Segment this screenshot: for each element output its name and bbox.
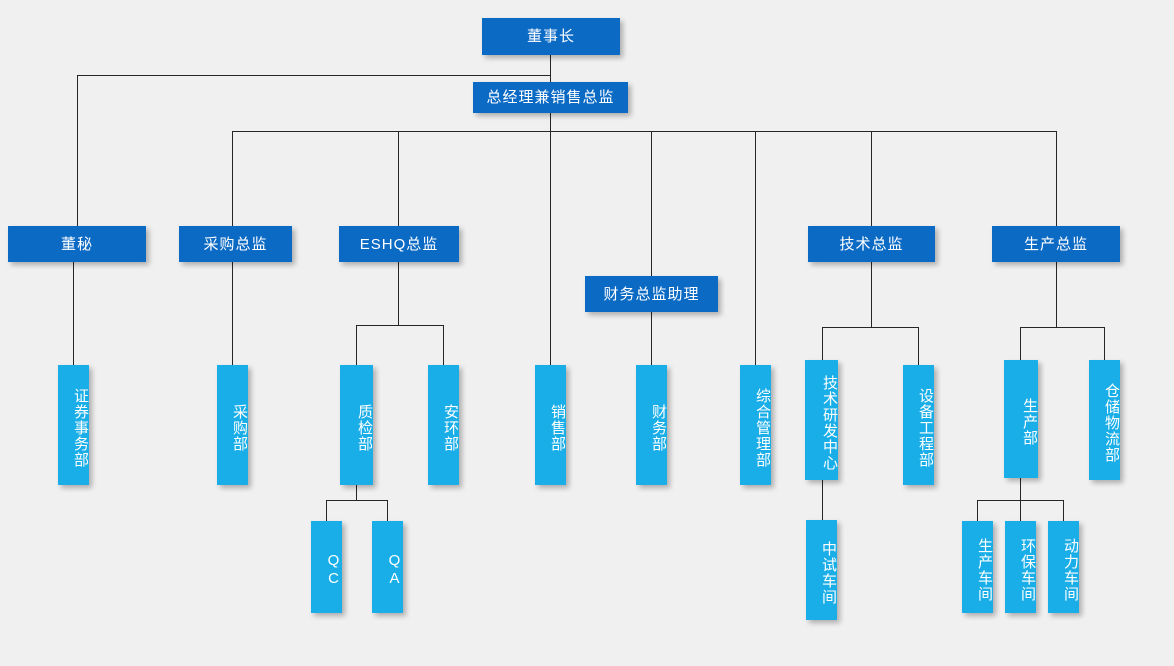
node-production-director[interactable]: 生产总监: [992, 226, 1120, 262]
node-pilot-workshop-label: 中试车间: [820, 541, 837, 605]
connector-drop-rnd-center: [822, 327, 823, 360]
connector-procurement-director-to-dept: [232, 262, 233, 365]
connector-drop-eshq-director: [398, 131, 399, 226]
node-procurement-dept-label: 采购部: [231, 404, 248, 452]
node-production-director-label: 生产总监: [1023, 235, 1088, 253]
node-sales-dept[interactable]: 销售部: [535, 365, 566, 485]
node-production-workshop[interactable]: 生产车间: [962, 521, 993, 613]
connector-production-bus: [1020, 327, 1105, 328]
connector-drop-safety-environment: [443, 325, 444, 365]
node-qc[interactable]: QC: [311, 521, 342, 613]
connector-rnd-to-pilot-workshop: [822, 480, 823, 520]
connector-drop-general-management: [755, 131, 756, 365]
connector-gm-stem: [550, 113, 551, 131]
node-power-workshop[interactable]: 动力车间: [1048, 521, 1079, 613]
connector-qcqa-bus: [326, 500, 387, 501]
node-finance-dept-label: 财务部: [650, 404, 667, 452]
node-production-workshop-label: 生产车间: [976, 538, 993, 602]
node-warehouse-logistics-dept[interactable]: 仓储物流部: [1089, 360, 1120, 480]
connector-drop-environmental-workshop: [1020, 500, 1021, 521]
node-production-dept[interactable]: 生产部: [1004, 360, 1038, 478]
connector-eshq-bus: [356, 325, 444, 326]
node-securities-affairs-dept-label: 证券事务部: [72, 388, 89, 468]
node-securities-affairs-dept[interactable]: 证券事务部: [58, 365, 89, 485]
node-board-secretary-label: 董秘: [60, 235, 93, 253]
connector-board-secretary-drop: [77, 75, 78, 226]
node-eshq-director[interactable]: ESHQ总监: [339, 226, 459, 262]
connector-chairman-stem: [550, 55, 551, 75]
connector-drop-quality-inspection: [356, 325, 357, 365]
node-environmental-workshop[interactable]: 环保车间: [1005, 521, 1036, 613]
node-warehouse-logistics-dept-label: 仓储物流部: [1103, 383, 1120, 463]
node-procurement-director-label: 采购总监: [203, 235, 268, 253]
connector-production-dept-stem: [1020, 478, 1021, 500]
connector-technical-stem: [871, 262, 872, 327]
connector-chairman-bus: [77, 75, 551, 76]
node-qa[interactable]: QA: [372, 521, 403, 613]
connector-drop-finance-assistant: [651, 131, 652, 276]
connector-drop-production-dept: [1020, 327, 1021, 360]
connector-production-stem: [1056, 262, 1057, 327]
connector-technical-bus: [822, 327, 919, 328]
node-general-management-dept-label: 综合管理部: [754, 388, 771, 468]
node-chairman-label: 董事长: [526, 28, 575, 45]
node-quality-inspection-dept[interactable]: 质检部: [340, 365, 373, 485]
node-quality-inspection-dept-label: 质检部: [356, 404, 373, 452]
node-finance-dept[interactable]: 财务部: [636, 365, 667, 485]
node-environmental-workshop-label: 环保车间: [1019, 538, 1036, 602]
connector-drop-qa: [387, 500, 388, 521]
node-gm-sales-director-label: 总经理兼销售总监: [486, 89, 615, 106]
node-equipment-engineering-dept[interactable]: 设备工程部: [903, 365, 934, 485]
node-board-secretary[interactable]: 董秘: [8, 226, 146, 262]
node-eshq-director-label: ESHQ总监: [359, 235, 439, 253]
connector-drop-equipment-engineering: [918, 327, 919, 365]
node-procurement-director[interactable]: 采购总监: [179, 226, 292, 262]
connector-drop-warehouse-logistics: [1104, 327, 1105, 360]
connector-drop-production-workshop: [977, 500, 978, 521]
node-power-workshop-label: 动力车间: [1062, 538, 1079, 602]
node-technical-director-label: 技术总监: [839, 235, 904, 253]
connector-drop-qc: [326, 500, 327, 521]
connector-drop-production-director: [1056, 131, 1057, 226]
node-production-dept-label: 生产部: [1021, 398, 1038, 446]
connector-eshq-stem: [398, 262, 399, 325]
node-chairman[interactable]: 董事长: [482, 18, 620, 55]
node-procurement-dept[interactable]: 采购部: [217, 365, 248, 485]
node-qa-label: QA: [386, 552, 403, 588]
node-technical-director[interactable]: 技术总监: [808, 226, 935, 262]
node-equipment-engineering-dept-label: 设备工程部: [917, 388, 934, 468]
node-sales-dept-label: 销售部: [549, 404, 566, 452]
connector-level2-bus: [232, 131, 1057, 132]
connector-board-secretary-to-securities: [73, 262, 74, 365]
connector-drop-sales-dept: [550, 131, 551, 365]
connector-drop-technical-director: [871, 131, 872, 226]
node-rnd-center-label: 技术研发中心: [821, 375, 838, 471]
node-finance-director-assistant[interactable]: 财务总监助理: [585, 276, 718, 312]
node-safety-environment-dept[interactable]: 安环部: [428, 365, 459, 485]
connector-finance-assistant-to-dept: [651, 312, 652, 365]
connector-drop-power-workshop: [1063, 500, 1064, 521]
node-qc-label: QC: [325, 552, 342, 588]
node-finance-director-assistant-label: 财务总监助理: [603, 285, 700, 303]
node-pilot-workshop[interactable]: 中试车间: [806, 520, 837, 620]
node-general-management-dept[interactable]: 综合管理部: [740, 365, 771, 485]
node-rnd-center[interactable]: 技术研发中心: [805, 360, 838, 480]
node-gm-sales-director[interactable]: 总经理兼销售总监: [473, 82, 628, 113]
node-safety-environment-dept-label: 安环部: [442, 404, 459, 452]
connector-drop-procurement-director: [232, 131, 233, 226]
connector-quality-inspection-stem: [356, 485, 357, 500]
